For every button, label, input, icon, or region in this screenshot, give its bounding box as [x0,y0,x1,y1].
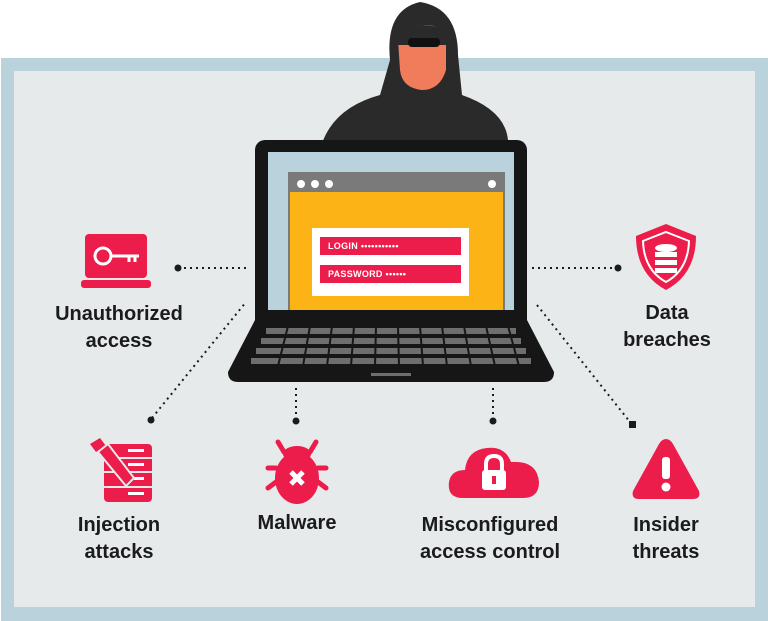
password-label: PASSWORD [328,269,383,279]
login-label: LOGIN [328,241,358,251]
label-line: Unauthorized [55,303,183,325]
cloud-lock-icon [448,447,539,498]
connector-injection [151,301,247,419]
label-line: attacks [84,541,154,563]
laptop-key-icon [81,234,151,288]
laptop: LOGIN ••••••••••• PASSWORD •••••• [228,140,554,384]
password-field[interactable]: PASSWORD •••••• [320,265,461,283]
label-line: access control [419,541,561,563]
label-unauthorized-access: Unauthorized access [55,301,183,355]
label-injection-attacks: Injection attacks [78,512,160,566]
label-misconfigured-access-control: Misconfigured access control [420,512,560,566]
laptop-keyboard [228,320,554,382]
injection-server-icon [90,438,152,502]
warning-triangle-icon [632,439,700,499]
bug-icon [265,439,329,504]
label-data-breaches: Data breaches [623,300,711,354]
label-line: Misconfigured [421,514,559,536]
label-malware: Malware [258,510,337,537]
login-value: ••••••••••• [360,241,399,251]
label-line: breaches [623,329,711,351]
label-line: Injection [77,514,161,536]
shield-database-icon [636,224,696,290]
login-form: LOGIN ••••••••••• PASSWORD •••••• [312,228,469,296]
label-line: Insider [633,514,699,536]
label-line: Data [645,302,689,324]
password-value: •••••• [385,269,407,279]
label-insider-threats: Insider threats [633,512,700,566]
login-field[interactable]: LOGIN ••••••••••• [320,237,461,255]
label-line: access [85,330,153,352]
label-line: threats [632,541,700,563]
label-line: Malware [257,512,337,534]
connector-insider [536,304,631,423]
